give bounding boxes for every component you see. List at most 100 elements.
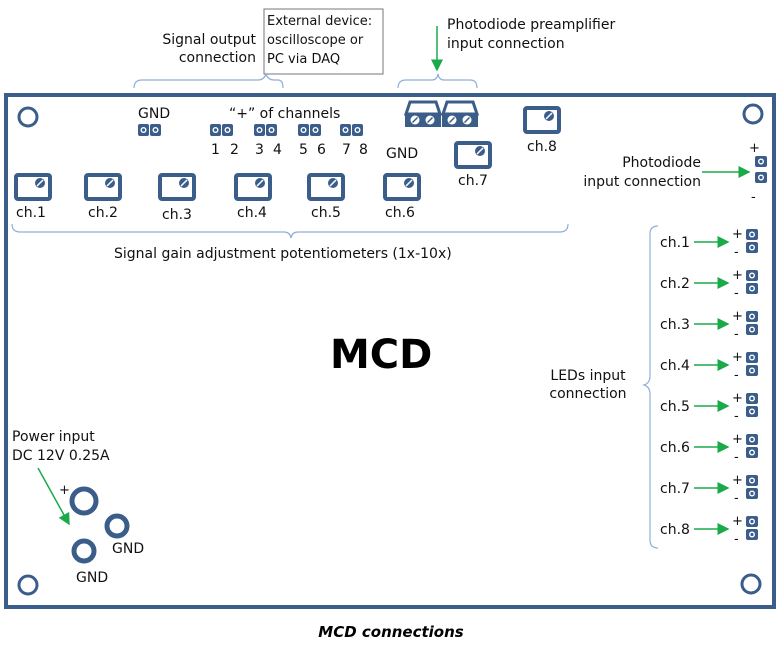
led-connector-pin[interactable]: [746, 311, 758, 322]
leds-label-2: connection: [549, 386, 626, 402]
led-connector-pin[interactable]: [746, 488, 758, 499]
led-connector-pin[interactable]: [746, 283, 758, 294]
pin-number: 2: [230, 142, 239, 158]
led-plus: +: [732, 514, 743, 529]
led-connector-pin[interactable]: [746, 352, 758, 363]
plus-channels-label: “+” of channels: [229, 106, 340, 122]
signal-output-brace: [133, 72, 284, 89]
photodiode-label-1: Photodiode: [622, 155, 701, 171]
pot-label: ch.2: [88, 205, 118, 221]
pot-ch1[interactable]: [14, 173, 52, 201]
external-device-line-3: PC via DAQ: [267, 52, 340, 67]
pin-number: 8: [359, 142, 368, 158]
pot-label: ch.1: [16, 205, 46, 221]
mount-hole-icon: [17, 106, 39, 128]
led-row: ch.6+-: [660, 432, 758, 465]
power-arrow: [37, 467, 70, 526]
led-channel-label: ch.2: [660, 276, 690, 292]
mount-hole-icon: [742, 103, 764, 125]
mount-hole-icon: [740, 573, 762, 595]
leds-brace: [642, 225, 659, 549]
pot-ch6[interactable]: [383, 173, 421, 201]
led-channel-label: ch.5: [660, 399, 690, 415]
led-connector-pin[interactable]: [746, 270, 758, 281]
led-minus: -: [734, 450, 739, 465]
gnd-b-label: GND: [112, 541, 144, 557]
pot-ch5[interactable]: [307, 173, 345, 201]
led-minus: -: [734, 409, 739, 424]
pot-ch3[interactable]: [158, 173, 196, 201]
led-minus: -: [734, 532, 739, 547]
power-label-1: Power input: [12, 429, 95, 445]
pin-number: 7: [342, 142, 351, 158]
led-row: ch.7 + -: [660, 473, 758, 506]
pot-ch4[interactable]: [234, 173, 272, 201]
pot-label: ch.6: [385, 205, 415, 221]
led-connector-pin[interactable]: [746, 434, 758, 445]
power-gnd-terminal-icon[interactable]: [71, 538, 97, 564]
led-connector-pin[interactable]: [746, 393, 758, 404]
led-connector-pin[interactable]: [746, 229, 758, 240]
led-row: ch.1 + -: [660, 227, 758, 260]
pot-label: ch.4: [237, 205, 267, 221]
pin-number: 3: [255, 142, 264, 158]
led-plus: +: [732, 350, 743, 365]
led-connector-pin[interactable]: [746, 516, 758, 527]
pot-label: ch.3: [162, 207, 192, 223]
pot-ch8[interactable]: [523, 106, 561, 134]
led-channel-label: ch.4: [660, 358, 690, 374]
led-plus: +: [732, 473, 743, 488]
external-device-box: [263, 8, 384, 75]
power-plus-terminal-icon[interactable]: [69, 486, 99, 516]
figure-caption: MCD connections: [318, 623, 464, 641]
preamp-label-2: input connection: [447, 36, 565, 52]
led-channel-label: ch.7: [660, 481, 690, 497]
led-connector-pin[interactable]: [746, 529, 758, 540]
pot-label: ch.8: [527, 139, 557, 155]
led-connector-pin[interactable]: [746, 324, 758, 335]
led-plus: +: [732, 309, 743, 324]
pot-ch2[interactable]: [84, 173, 122, 201]
photodiode-plus: +: [749, 141, 760, 156]
gain-brace: [11, 223, 569, 239]
photodiode-minus: -: [751, 190, 756, 205]
external-device-line-1: External device:: [267, 14, 372, 29]
led-channel-label: ch.1: [660, 235, 690, 251]
led-connector-pin[interactable]: [746, 365, 758, 376]
power-gnd-terminal-icon[interactable]: [104, 513, 130, 539]
led-minus: -: [734, 245, 739, 260]
board-title: MCD: [330, 332, 432, 378]
led-minus: -: [734, 286, 739, 301]
pot-label: ch.5: [311, 205, 341, 221]
preamp-brace: [397, 73, 478, 89]
power-plus: +: [59, 483, 70, 498]
led-minus: -: [734, 327, 739, 342]
led-connector-pin[interactable]: [746, 242, 758, 253]
led-plus: +: [732, 391, 743, 406]
external-device-line-2: oscilloscope or: [267, 33, 364, 48]
photodiode-label-2: input connection: [583, 174, 701, 190]
pin-number: 1: [211, 142, 220, 158]
mount-hole-icon: [17, 574, 39, 596]
led-plus: +: [732, 227, 743, 242]
pot-ch7[interactable]: [454, 141, 492, 169]
led-plus: +: [732, 432, 743, 447]
led-connector-pin[interactable]: [746, 447, 758, 458]
signal-output-label-1: Signal output: [162, 32, 256, 48]
led-channel-label: ch.8: [660, 522, 690, 538]
led-connector-pin[interactable]: [746, 406, 758, 417]
leds-label-1: LEDs input: [550, 368, 626, 384]
preamp-label-1: Photodiode preamplifier: [447, 17, 615, 33]
led-row: ch.5 + -: [660, 391, 758, 424]
pin-number: 6: [317, 142, 326, 158]
gnd-preamp-label: GND: [386, 146, 418, 162]
pin-number: 5: [299, 142, 308, 158]
led-connector-pin[interactable]: [746, 475, 758, 486]
led-row: ch.3+-: [660, 309, 758, 342]
signal-output-label-2: connection: [179, 50, 256, 66]
pin-number: 4: [273, 142, 282, 158]
led-row: ch.8 + -: [660, 514, 758, 547]
led-plus: +: [732, 268, 743, 283]
led-minus: -: [734, 491, 739, 506]
